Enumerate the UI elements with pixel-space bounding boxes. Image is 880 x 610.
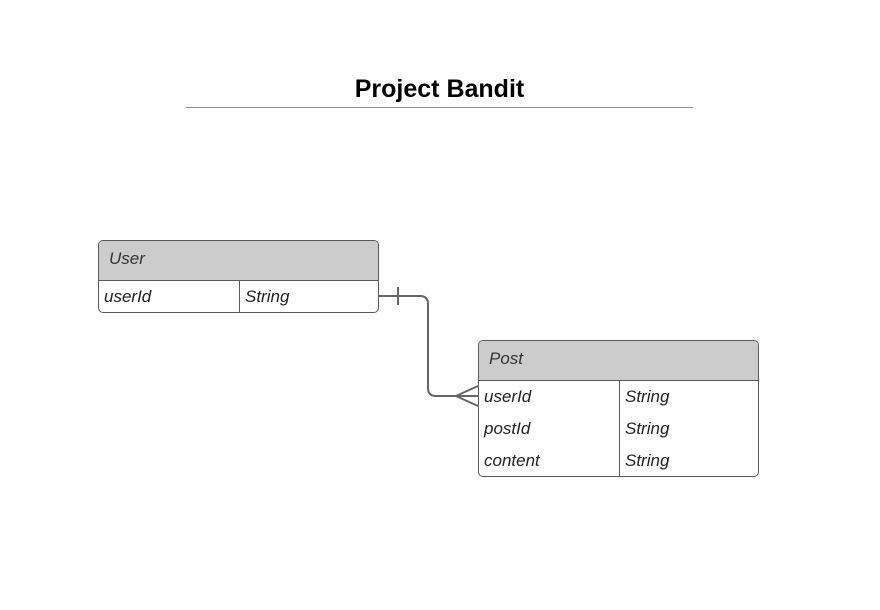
connector-line[interactable] <box>379 295 478 397</box>
user-entity-header[interactable]: User <box>99 241 378 281</box>
title-divider <box>186 107 693 108</box>
user-entity-fields: userId String <box>99 281 378 312</box>
page-title: Project Bandit <box>354 75 525 103</box>
field-name: userId <box>484 387 532 406</box>
field-type: String <box>625 419 670 438</box>
field-row[interactable]: userId String <box>479 383 758 415</box>
field-type: String <box>625 451 670 470</box>
field-name: userId <box>104 287 152 306</box>
field-name: postId <box>484 419 531 438</box>
field-row[interactable]: userId String <box>99 283 378 312</box>
post-entity-fields: userId String postId String content Stri… <box>479 381 758 476</box>
post-entity-header[interactable]: Post <box>479 341 758 381</box>
many-cardinality-marker <box>453 385 479 407</box>
user-entity[interactable]: User userId String <box>98 240 379 313</box>
field-type: String <box>625 387 670 406</box>
field-name: content <box>484 451 540 470</box>
field-row[interactable]: postId String <box>479 415 758 447</box>
field-type: String <box>245 287 290 306</box>
field-row[interactable]: content String <box>479 447 758 476</box>
post-entity[interactable]: Post userId String postId String content… <box>478 340 759 477</box>
